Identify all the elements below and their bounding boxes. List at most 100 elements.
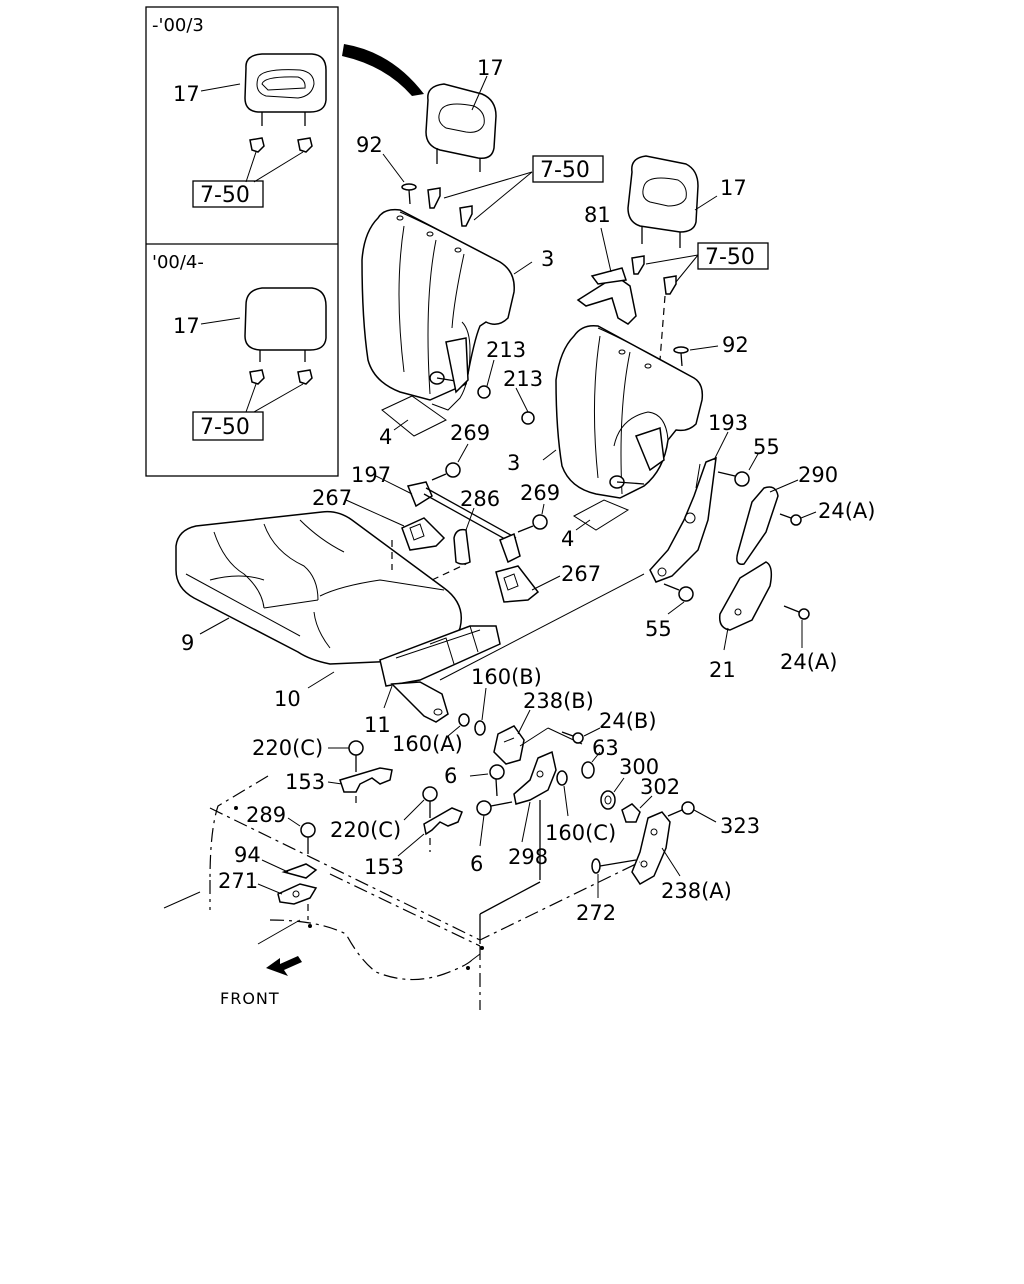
ref-box-inset-b [192,411,264,441]
plate-298: 298 [508,750,557,880]
callout-55-upper: 55 [753,435,780,459]
callout-267-upper: 267 [312,486,352,510]
callout-220c-upper: 220(C) [252,736,323,760]
callout-10: 10 [274,687,301,711]
callout-300: 300 [619,755,659,779]
washers-63-300-302: 63 300 302 [581,736,680,823]
pin-92-left: 92 [356,133,417,205]
callout-6-lower: 6 [470,852,483,876]
screw-24a: 24(A) 24(A) [779,499,875,674]
bracket-153: 153 153 [285,767,463,879]
bolt-55: 55 55 [645,435,780,641]
callout-289: 289 [246,803,286,827]
callout-267-lower: 267 [561,562,601,586]
clips-left: 7-50 [427,155,604,227]
cover-290: 290 [736,463,838,565]
callout-213-a: 213 [486,338,526,362]
callout-92-right: 92 [722,333,749,357]
inset-headrest-early: 17 7-50 [173,53,327,208]
headrest-right: 17 [627,155,747,248]
callout-323: 323 [720,814,760,838]
nut-213: 213 213 [477,338,543,425]
callout-269-upper: 269 [450,421,490,445]
inset-top-label: -'00/3 [152,15,204,36]
bracket-81: 81 [576,203,637,325]
floor-outline [163,775,641,1010]
seatback-left: 3 4 [361,208,554,449]
callout-24a-upper: 24(A) [818,499,875,523]
callout-271: 271 [218,869,258,893]
clips-right: 7-50 [631,242,769,361]
rod-197: 197 [351,463,521,564]
callout-3-left: 3 [541,247,554,271]
callout-4-left: 4 [379,425,392,449]
washer-160: 160(A) 160(B) 160(C) [392,665,616,845]
ref-box-left-text: 7-50 [540,158,590,183]
callout-197: 197 [351,463,391,487]
ref-box-inset-a-text: 7-50 [200,183,250,208]
callout-238b: 238(B) [523,689,594,713]
callout-160a: 160(A) [392,732,463,756]
callout-21: 21 [709,658,736,682]
bracket-238b: 238(B) [493,689,594,765]
inset-frame [145,6,339,477]
ref-box-inset-a [192,180,264,208]
callout-153-upper: 153 [285,770,325,794]
bolt-289: 289 [246,803,316,854]
callout-6-upper: 6 [444,764,457,788]
callout-220c-lower: 220(C) [330,818,401,842]
pin-92-right: 92 [673,333,749,367]
callout-3-right: 3 [507,451,520,475]
callout-153-lower: 153 [364,855,404,879]
bolt-220c: 220(C) 220(C) [252,736,438,842]
front-label: FRONT [220,989,280,1008]
callout-63: 63 [592,736,619,760]
headrest-left: 17 [425,56,504,172]
seat-cushion: 9 10 11 [175,510,645,737]
callout-17-inset-a: 17 [173,82,200,106]
callout-24b: 24(B) [599,709,657,733]
screw-24b: 24(B) [561,709,657,744]
bracket-267: 267 267 [312,486,601,603]
callout-160b: 160(B) [471,665,542,689]
callout-17-left: 17 [477,56,504,80]
bolt-6: 6 6 [444,764,513,876]
ref-box-right-text: 7-50 [705,245,755,270]
plate-94-271: 94 271 [218,843,318,920]
callout-160c: 160(C) [545,821,616,845]
inset-bottom-label: '00/4- [152,252,204,273]
bolt-323: 323 [667,801,760,838]
callout-4-right: 4 [561,527,574,551]
callout-213-b: 213 [503,367,543,391]
callout-17-inset-b: 17 [173,314,200,338]
bolt-269: 269 269 [431,421,560,533]
callout-81: 81 [584,203,611,227]
callout-238a: 238(A) [661,879,732,903]
pin-272: 272 [576,858,637,925]
callout-193: 193 [708,411,748,435]
hinge-193: 193 [649,411,748,583]
callout-269-lower: 269 [520,481,560,505]
callout-286: 286 [460,487,500,511]
ref-box-inset-b-text: 7-50 [200,415,250,440]
front-arrow-icon [266,956,302,976]
ref-box-right [697,242,769,270]
callout-24a-lower: 24(A) [780,650,837,674]
callout-17-right: 17 [720,176,747,200]
callout-9: 9 [181,631,194,655]
callout-92-left: 92 [356,133,383,157]
ref-box-left [532,155,604,183]
front-indicator: FRONT [220,956,302,1008]
callout-94: 94 [234,843,261,867]
pad-286: 286 [453,487,500,565]
inset-pointer-arrow [342,44,424,96]
seatback-right: 3 4 [507,324,704,551]
inset-headrest-late: 17 7-50 [173,287,327,441]
cover-21: 21 [709,561,773,682]
callout-55-lower: 55 [645,617,672,641]
callout-298: 298 [508,845,548,869]
callout-11: 11 [364,713,391,737]
bracket-238a: 238(A) [631,811,732,903]
